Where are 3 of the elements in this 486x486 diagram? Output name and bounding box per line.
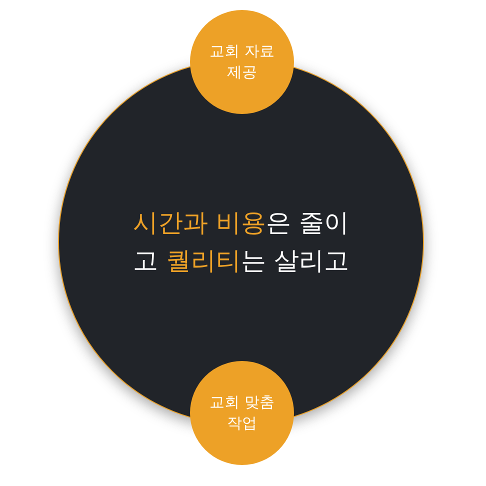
topic-label: 교회 맞춤 작업: [208, 392, 276, 434]
topic-label: 교회 자료 제공: [208, 41, 276, 83]
slogan-text: 시간과 비용은 줄이고 퀄리티는 살리고: [132, 207, 350, 277]
